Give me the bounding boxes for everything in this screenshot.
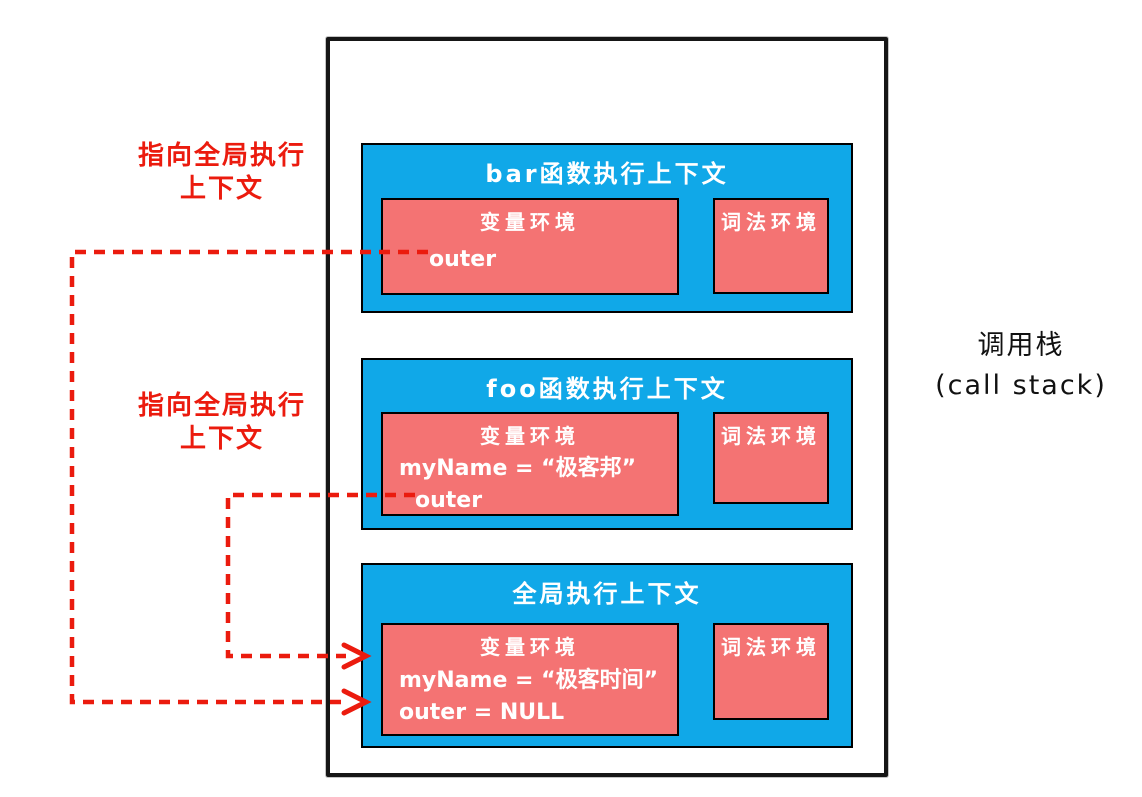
call-stack-label: 调用栈 (call stack)	[916, 326, 1126, 406]
context-title-global: 全局执行上下文	[512, 580, 702, 608]
variable-entry-outer: outer = NULL	[399, 700, 565, 725]
lexical-environment-label: 词法环境	[721, 424, 821, 448]
lexical-environment-label: 词法环境	[721, 635, 821, 659]
arrow-label-top-line1: 指向全局执行	[137, 141, 306, 171]
variable-entry-outer: outer	[415, 488, 483, 513]
arrow-label-bottom: 指向全局执行 上下文	[117, 390, 327, 456]
variable-environment-box-bar: 变量环境 outer	[381, 198, 679, 295]
arrow-label-top: 指向全局执行 上下文	[117, 140, 327, 206]
lexical-environment-box-foo: 词法环境	[713, 412, 829, 504]
variable-entry-myname: myName = “极客时间”	[399, 668, 659, 693]
variable-entry-outer: outer	[429, 247, 497, 272]
variable-environment-box-global: 变量环境 myName = “极客时间” outer = NULL	[381, 623, 679, 736]
call-stack-label-cn: 调用栈	[977, 330, 1065, 361]
variable-environment-box-foo: 变量环境 myName = “极客邦” outer	[381, 412, 679, 516]
arrow-label-bottom-line1: 指向全局执行	[137, 391, 306, 421]
arrow-label-top-line2: 上下文	[179, 174, 264, 204]
variable-environment-label: 变量环境	[480, 424, 580, 448]
variable-environment-label: 变量环境	[480, 635, 580, 659]
execution-context-global: 全局执行上下文 变量环境 myName = “极客时间” outer = NUL…	[361, 563, 853, 748]
context-title-foo: foo函数执行上下文	[486, 375, 728, 403]
lexical-environment-box-global: 词法环境	[713, 623, 829, 720]
call-stack-label-en: (call stack)	[935, 370, 1107, 401]
execution-context-bar: bar函数执行上下文 变量环境 outer 词法环境	[361, 143, 853, 313]
context-title-bar: bar函数执行上下文	[485, 160, 729, 188]
lexical-environment-label: 词法环境	[721, 210, 821, 234]
variable-environment-label: 变量环境	[480, 210, 580, 234]
execution-context-foo: foo函数执行上下文 变量环境 myName = “极客邦” outer 词法环…	[361, 358, 853, 530]
lexical-environment-box-bar: 词法环境	[713, 198, 829, 294]
arrow-label-bottom-line2: 上下文	[179, 424, 264, 454]
variable-entry-myname: myName = “极客邦”	[399, 456, 637, 481]
